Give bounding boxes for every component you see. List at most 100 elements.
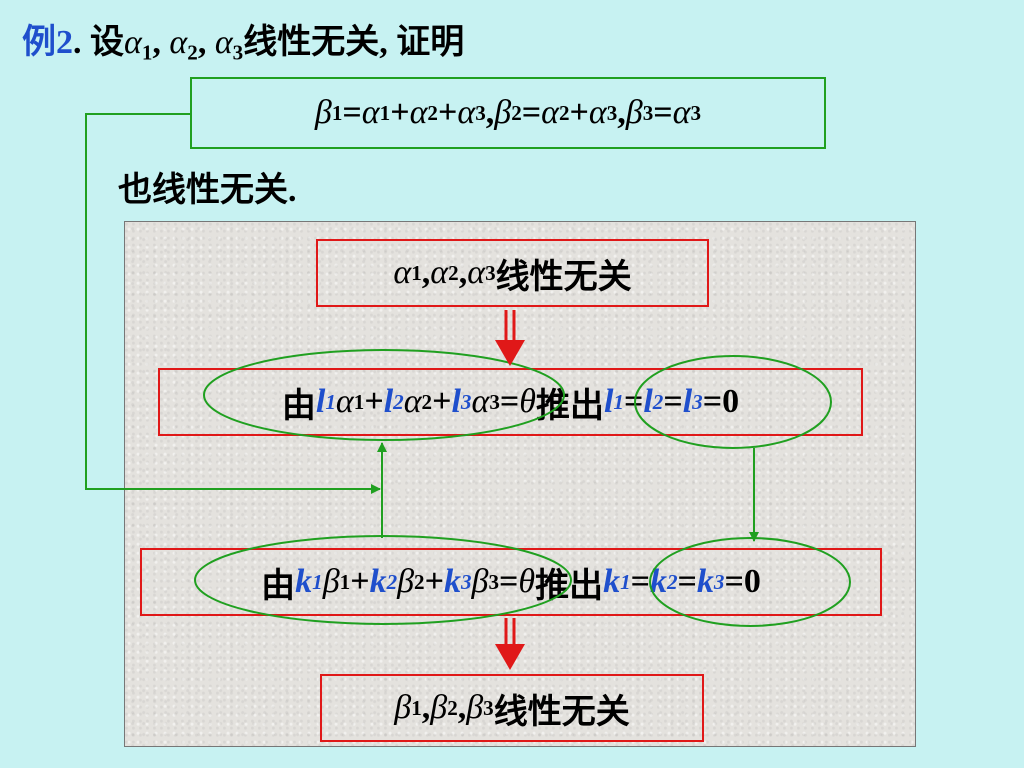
- alpha-term: α: [361, 94, 380, 131]
- l-result-index: 1: [613, 389, 624, 414]
- title-line: 例2. 设α1, α2, α3线性无关, 证明: [22, 14, 464, 65]
- l-coef-index: 2: [393, 389, 404, 414]
- definition-connector: [85, 113, 381, 494]
- given-alpha-1: α: [124, 24, 142, 61]
- alpha-index: 3: [690, 100, 702, 125]
- comma: ,: [197, 24, 215, 61]
- alpha-index: 3: [485, 260, 496, 285]
- comma: ,: [458, 254, 468, 291]
- alpha-index: 2: [558, 100, 570, 125]
- alpha-index: 3: [606, 100, 618, 125]
- alpha-term: α: [467, 254, 486, 291]
- beta-3-index: 3: [642, 100, 654, 125]
- l-result: l: [603, 383, 614, 420]
- alpha-term: α: [403, 383, 422, 420]
- equals: =: [677, 563, 697, 600]
- title-suffix: 线性无关, 证明: [243, 24, 465, 61]
- alpha-index: 1: [411, 260, 422, 285]
- l-sum-ellipse: [203, 349, 565, 441]
- beta-1-index: 1: [331, 100, 343, 125]
- comma: ,: [152, 24, 170, 61]
- beta-term: β: [394, 689, 412, 726]
- alpha-term: α: [471, 383, 490, 420]
- alpha-term: α: [457, 94, 476, 131]
- alpha-index: 2: [427, 100, 438, 125]
- plus: +: [569, 94, 589, 131]
- beta-2-index: 2: [511, 100, 522, 125]
- plus: +: [424, 563, 444, 600]
- k-coef-index: 2: [386, 569, 398, 594]
- plus: +: [350, 563, 370, 600]
- proof-panel: [124, 221, 916, 747]
- beta-index: 1: [339, 569, 351, 594]
- alpha-term: α: [335, 383, 354, 420]
- alpha-term: α: [409, 94, 428, 131]
- alpha-index: 3: [475, 100, 486, 125]
- alpha-index: 2: [448, 260, 459, 285]
- alpha-index: 1: [379, 100, 391, 125]
- continuation-text: 也线性无关.: [118, 172, 297, 209]
- l-coef-index: 3: [460, 389, 472, 414]
- given-alpha-2-index: 2: [187, 40, 198, 65]
- equals-zero: =0: [702, 383, 740, 420]
- equals: =: [663, 383, 683, 420]
- k-result-index: 1: [620, 569, 631, 594]
- equals-3: =: [653, 94, 673, 131]
- title-prefix: . 设: [73, 24, 124, 61]
- beta-box-text: 线性无关: [493, 693, 630, 731]
- equals: =: [499, 383, 520, 420]
- k-result: k: [696, 563, 714, 600]
- beta-term: β: [466, 689, 484, 726]
- k-coef: k: [443, 563, 461, 600]
- implies-text: 推出: [535, 387, 604, 425]
- comma: ,: [617, 94, 626, 131]
- beta-index: 1: [411, 695, 422, 720]
- beta-index: 2: [414, 569, 425, 594]
- l-result-ellipse: [634, 355, 832, 449]
- alpha-box-text: 线性无关: [495, 258, 632, 296]
- plus: +: [437, 94, 458, 131]
- equals: =: [630, 563, 650, 600]
- beta-2: β: [494, 94, 512, 131]
- zero-vector: θ: [518, 563, 536, 600]
- alpha-index: 2: [421, 389, 433, 414]
- k-coef-index: 3: [460, 569, 472, 594]
- equals-2: =: [521, 94, 542, 131]
- comma: ,: [421, 689, 431, 726]
- beta-index: 3: [483, 695, 494, 720]
- k-coef: k: [295, 563, 313, 600]
- alpha-index: 3: [489, 389, 500, 414]
- l-result: l: [643, 383, 653, 420]
- beta-3: β: [625, 94, 643, 131]
- plus: +: [432, 383, 452, 420]
- implies-arrow-top: [495, 310, 525, 366]
- l-coef: l: [451, 383, 461, 420]
- zero-vector: θ: [519, 383, 536, 420]
- equals-zero: =0: [724, 563, 761, 600]
- beta-term: β: [471, 563, 489, 600]
- alpha-term: α: [541, 94, 559, 131]
- alpha-index: 1: [353, 389, 365, 414]
- given-alpha-1-index: 1: [141, 40, 153, 65]
- beta-term: β: [397, 563, 415, 600]
- from-text: 由: [281, 387, 316, 425]
- example-label: 例2: [22, 24, 73, 61]
- alpha-term: α: [672, 94, 691, 131]
- l-result-index: 3: [692, 389, 703, 414]
- k-result-ellipse: [649, 537, 851, 627]
- l-coef-index: 1: [325, 389, 336, 414]
- k-result-index: 2: [667, 569, 678, 594]
- plus: +: [364, 383, 384, 420]
- equals: =: [499, 563, 519, 600]
- equals: =: [623, 383, 644, 420]
- beta-term: β: [322, 563, 340, 600]
- k-coef-index: 1: [312, 569, 323, 594]
- k-result: k: [650, 563, 667, 600]
- alpha-term: α: [430, 254, 449, 291]
